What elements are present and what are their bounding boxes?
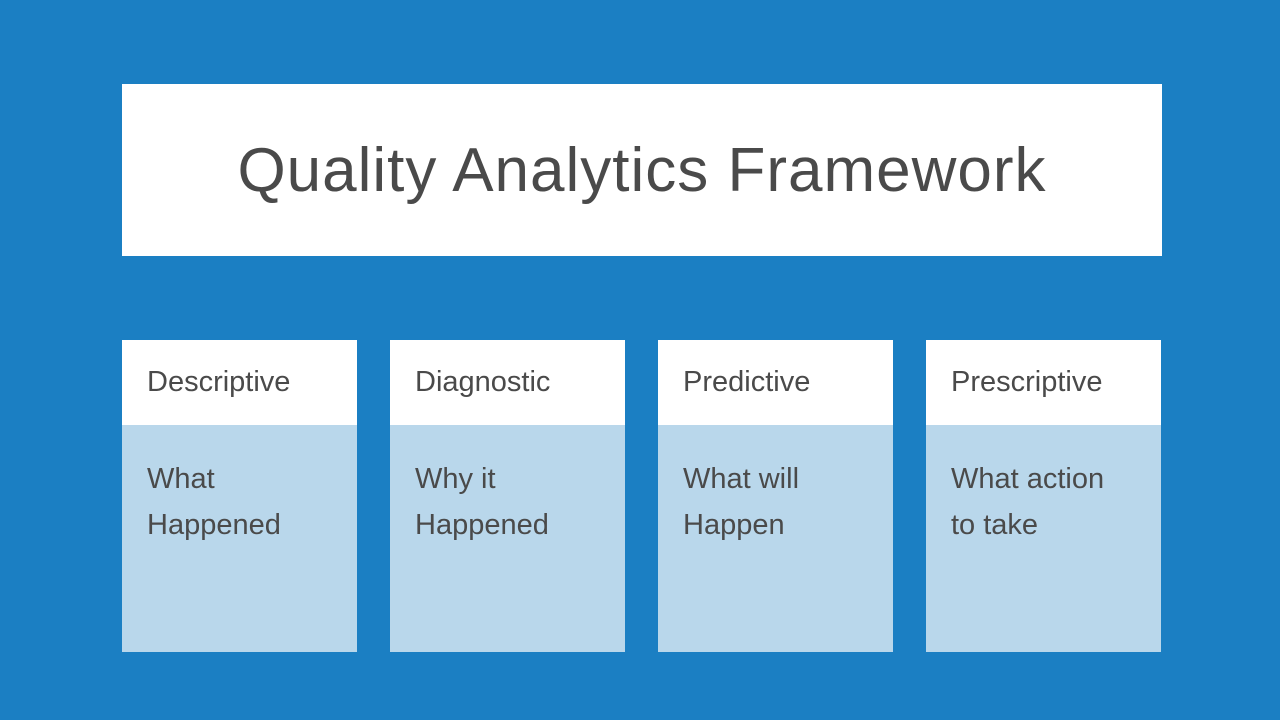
column-prescriptive: Prescriptive What action to take bbox=[926, 340, 1161, 652]
column-header: Predictive bbox=[658, 340, 893, 425]
slide-title: Quality Analytics Framework bbox=[237, 135, 1047, 205]
column-body-text: What Happened bbox=[147, 463, 281, 541]
column-body: What will Happen bbox=[658, 425, 893, 652]
column-descriptive: Descriptive What Happened bbox=[122, 340, 357, 652]
column-header-label: Diagnostic bbox=[415, 366, 551, 398]
column-header: Descriptive bbox=[122, 340, 357, 425]
analytics-columns: Descriptive What Happened Diagnostic Why… bbox=[122, 340, 1162, 652]
column-header-label: Prescriptive bbox=[951, 366, 1103, 398]
column-header-label: Predictive bbox=[683, 366, 811, 398]
column-body: What action to take bbox=[926, 425, 1161, 652]
column-body-text: Why it Happened bbox=[415, 463, 549, 541]
column-body: What Happened bbox=[122, 425, 357, 652]
column-body-text: What will Happen bbox=[683, 463, 800, 541]
column-header: Diagnostic bbox=[390, 340, 625, 425]
column-body: Why it Happened bbox=[390, 425, 625, 652]
column-predictive: Predictive What will Happen bbox=[658, 340, 893, 652]
column-header-label: Descriptive bbox=[147, 366, 291, 398]
column-diagnostic: Diagnostic Why it Happened bbox=[390, 340, 625, 652]
title-card: Quality Analytics Framework bbox=[122, 84, 1162, 256]
column-body-text: What action to take bbox=[951, 463, 1105, 541]
column-header: Prescriptive bbox=[926, 340, 1161, 425]
